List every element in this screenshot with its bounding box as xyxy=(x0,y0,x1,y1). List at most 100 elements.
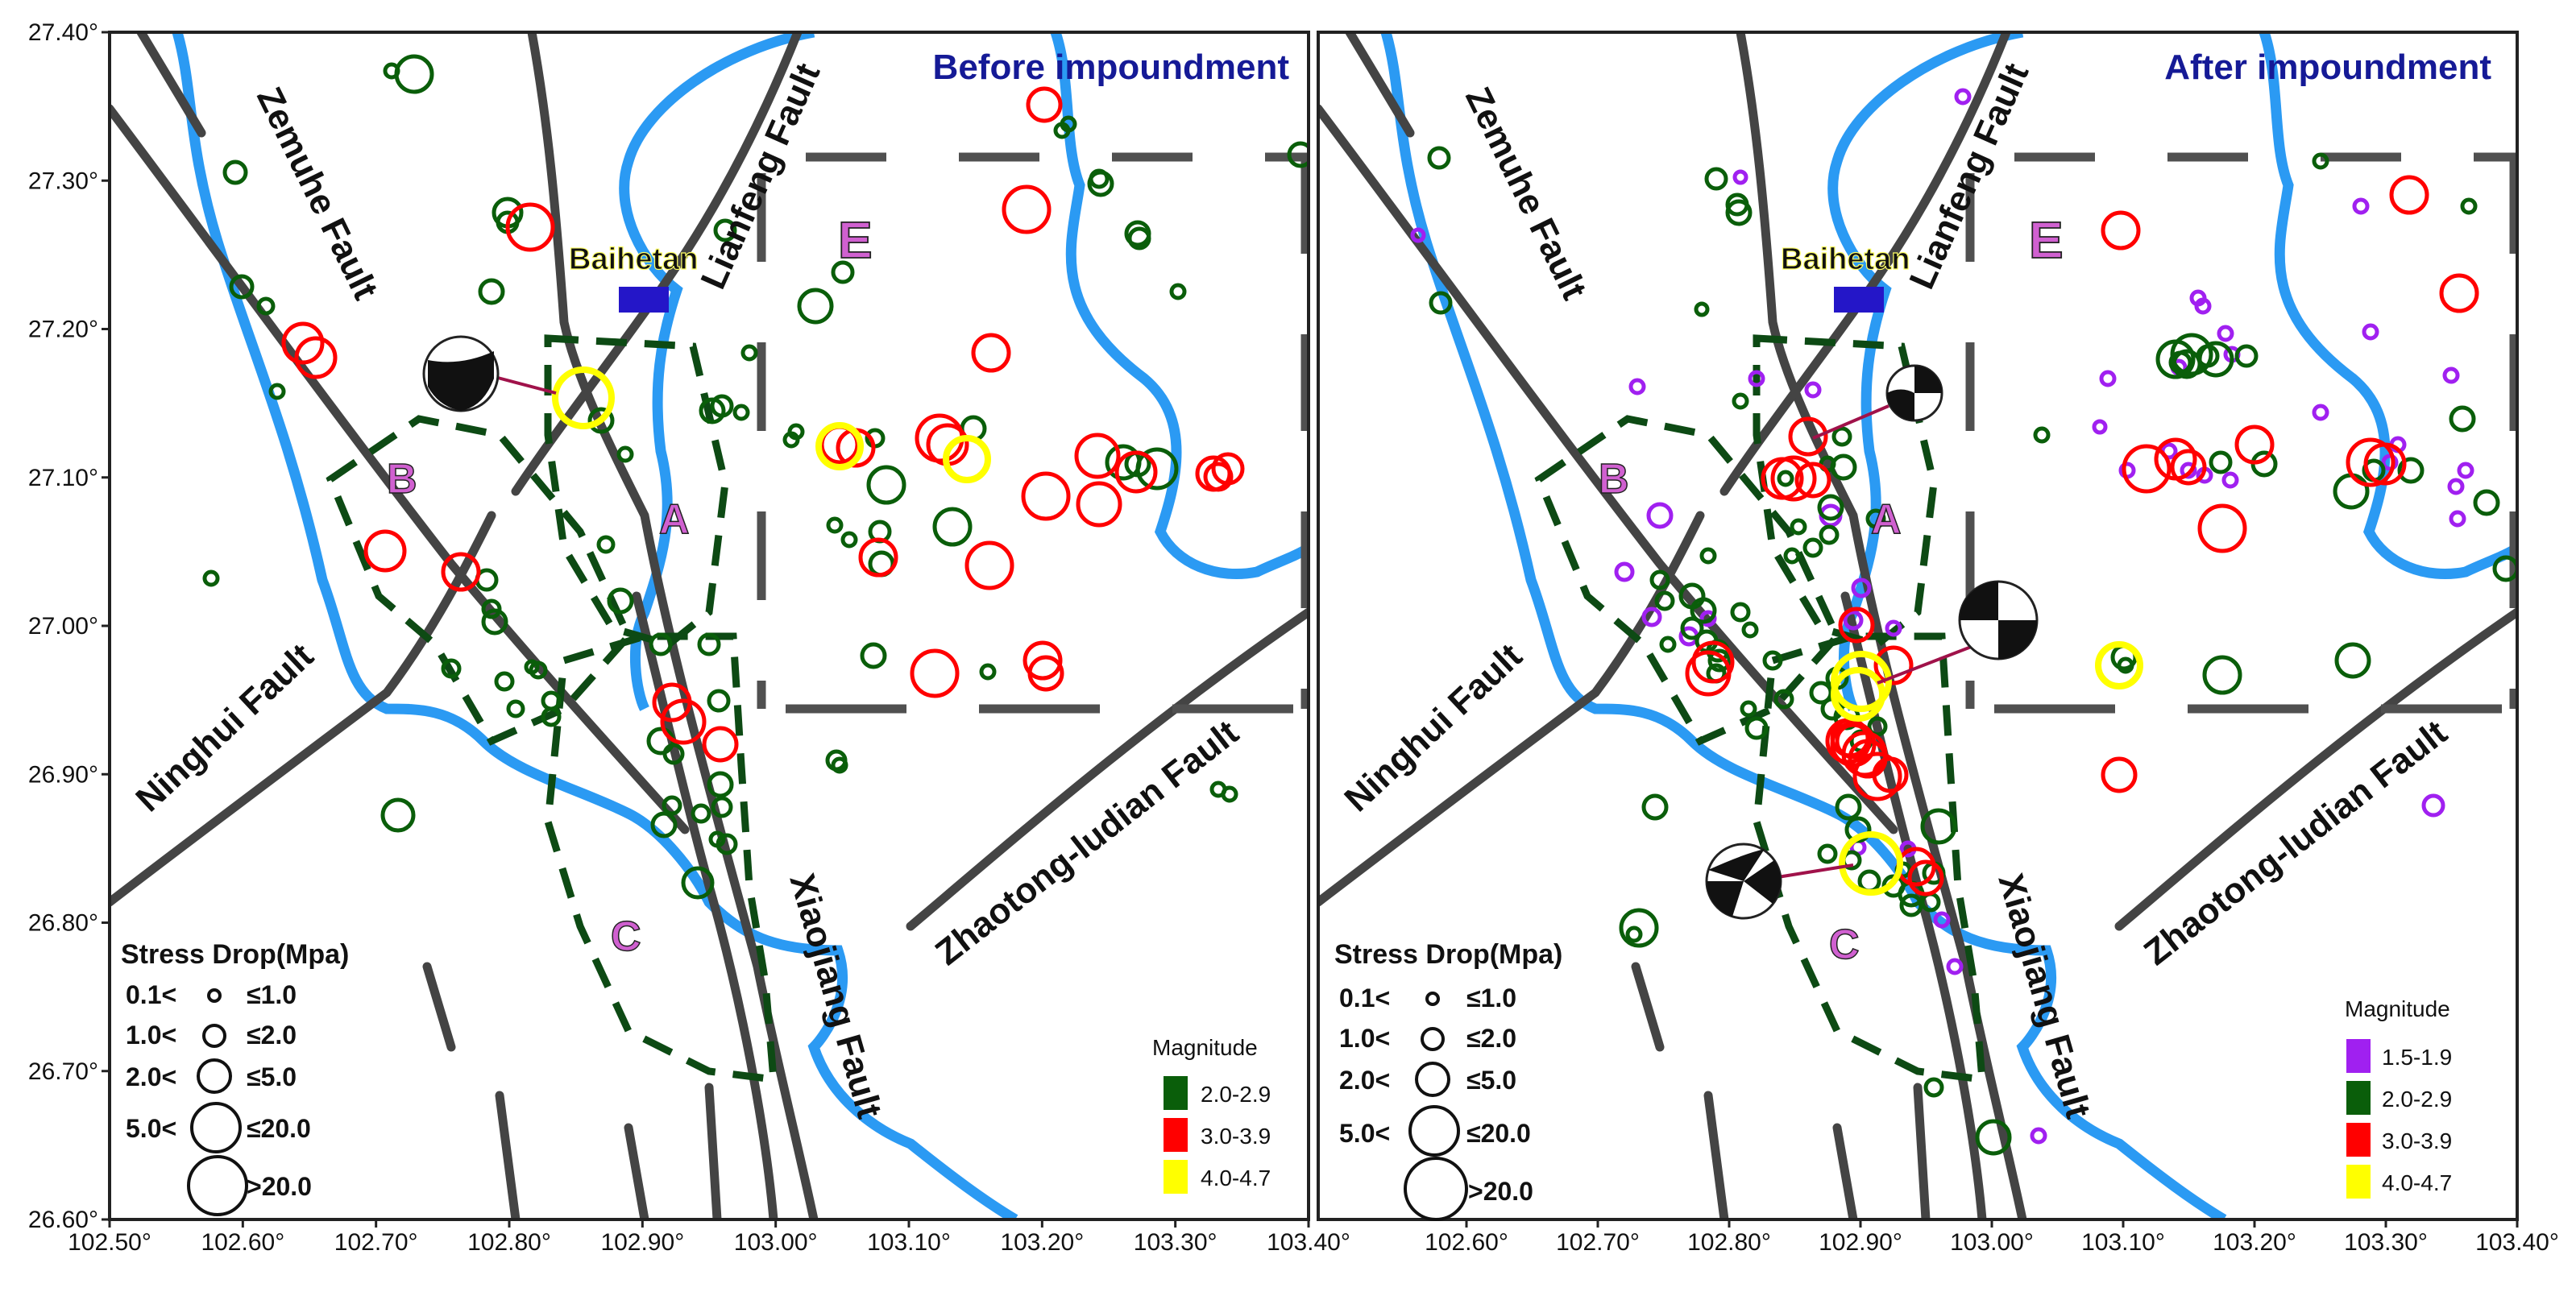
stress-row-hi: ≤20.0 xyxy=(1466,1119,1531,1148)
y-tick-label: 26.90° xyxy=(28,761,98,788)
x-axis-ticks-right: 102.60°102.70°102.80°102.90°103.00°103.1… xyxy=(1425,1219,2559,1256)
map-left xyxy=(110,32,1309,1219)
magnitude-swatch xyxy=(2346,1165,2371,1199)
zone-label-c: C xyxy=(1829,921,1860,968)
focal-mechanism-ball xyxy=(422,335,557,412)
y-axis-ticks-left: 27.40°27.30°27.20°27.10°27.00°26.90°26.8… xyxy=(28,19,110,1233)
magnitude-swatch xyxy=(1164,1160,1188,1194)
stress-drop-legend-left: Stress Drop(Mpa) 0.1< ≤1.0 1.0< ≤2.0 2.0… xyxy=(121,939,349,1216)
magnitude-label: 2.0-2.9 xyxy=(1201,1082,1271,1107)
magnitude-swatch xyxy=(2346,1081,2371,1115)
stress-row-lo: 1.0< xyxy=(126,1021,176,1050)
stress-symbol xyxy=(207,988,222,1003)
magnitude-label: 3.0-3.9 xyxy=(2382,1128,2452,1153)
magnitude-label: 4.0-4.7 xyxy=(1201,1166,1271,1190)
stress-symbol xyxy=(1421,1027,1445,1051)
y-tick-label: 26.60° xyxy=(28,1207,98,1233)
y-tick-label: 26.80° xyxy=(28,910,98,937)
magnitude-swatch xyxy=(1164,1118,1188,1152)
x-tick-label: 103.40° xyxy=(1267,1229,1350,1256)
map-right xyxy=(1318,32,2517,1219)
station-marker xyxy=(1834,287,1884,313)
stress-symbol xyxy=(202,1024,226,1048)
x-tick-label: 103.30° xyxy=(2344,1229,2428,1256)
magnitude-swatch xyxy=(2346,1039,2371,1073)
x-tick-label: 102.90° xyxy=(600,1229,684,1256)
magnitude-label: 3.0-3.9 xyxy=(1201,1124,1271,1149)
y-tick-label: 27.10° xyxy=(28,465,98,491)
stress-row-hi: >20.0 xyxy=(1468,1177,1533,1206)
y-tick-label: 27.40° xyxy=(28,19,98,46)
station-label: Baihetan xyxy=(569,242,698,276)
stress-symbol xyxy=(1408,1105,1460,1157)
stress-symbol xyxy=(1415,1062,1450,1097)
stress-row-lo: 5.0< xyxy=(1339,1119,1390,1148)
x-tick-label: 103.10° xyxy=(867,1229,951,1256)
river-east xyxy=(1050,32,1309,580)
stress-symbol xyxy=(1425,992,1440,1006)
faults-right xyxy=(1318,32,2517,1219)
river-main xyxy=(172,32,1018,1219)
stress-row-lo: 2.0< xyxy=(126,1062,176,1091)
stress-symbol xyxy=(187,1155,248,1216)
x-tick-label: 102.60° xyxy=(201,1229,284,1256)
stress-row-hi: ≤20.0 xyxy=(247,1114,311,1143)
x-tick-label: 103.30° xyxy=(1134,1229,1217,1256)
stress-row-hi: >20.0 xyxy=(247,1172,312,1201)
stress-symbol xyxy=(197,1058,232,1094)
x-tick-label: 102.50° xyxy=(68,1229,151,1256)
magnitude-swatch xyxy=(2346,1123,2371,1157)
stress-row-hi: ≤5.0 xyxy=(247,1062,297,1091)
magnitude-label: 4.0-4.7 xyxy=(2382,1170,2452,1195)
x-tick-label: 102.80° xyxy=(1687,1229,1771,1256)
zone-label-b: B xyxy=(1599,456,1629,503)
river-east xyxy=(2259,32,2517,580)
zone-outlines-left xyxy=(326,334,778,1084)
stress-row-hi: ≤1.0 xyxy=(1466,983,1516,1012)
x-tick-label: 103.00° xyxy=(1950,1229,2034,1256)
x-tick-label: 103.20° xyxy=(1000,1229,1084,1256)
earthquakes-left xyxy=(202,54,1309,900)
x-tick-label: 103.40° xyxy=(2475,1229,2559,1256)
stress-symbol xyxy=(1404,1157,1468,1221)
x-tick-label: 102.80° xyxy=(467,1229,551,1256)
stress-row-lo: 2.0< xyxy=(1339,1066,1390,1095)
fault-label-ninghui: Ninghui Fault xyxy=(1337,636,1529,820)
x-tick-label: 103.10° xyxy=(2081,1229,2165,1256)
stress-row-hi: ≤5.0 xyxy=(1466,1066,1516,1095)
zone-label-e: E xyxy=(2029,211,2064,269)
x-tick-label: 102.70° xyxy=(334,1229,418,1256)
stress-symbol xyxy=(190,1102,242,1153)
stress-legend-title: Stress Drop(Mpa) xyxy=(1334,939,1562,970)
stress-row-hi: ≤2.0 xyxy=(1466,1024,1516,1053)
stress-row-hi: ≤2.0 xyxy=(247,1021,297,1050)
fault-label-zhaotong: Zhaotong-ludian Fault xyxy=(928,713,1246,973)
x-tick-label: 102.60° xyxy=(1425,1229,1508,1256)
magnitude-swatch xyxy=(1164,1076,1188,1110)
x-axis-ticks-left: 102.50° 102.60° 102.70° 102.80° 102.90° 103.0… xyxy=(68,1219,1350,1256)
zone-label-c: C xyxy=(611,913,641,960)
stress-row-hi: ≤1.0 xyxy=(247,980,297,1009)
zone-e-outline-left xyxy=(757,152,1309,714)
fault-label-zemuhe: Zemuhe Fault xyxy=(1458,81,1595,306)
y-tick-label: 26.70° xyxy=(28,1058,98,1085)
panel-before-impoundment: Before impoundment Zemuhe Fault Lianfeng… xyxy=(28,19,1350,1256)
zone-e-outline-right xyxy=(1965,152,2517,714)
panel-after-impoundment: After impoundment Zemuhe Fault Lianfeng … xyxy=(1317,31,2559,1256)
stress-row-lo: 0.1< xyxy=(1339,983,1390,1012)
fault-label-ninghui: Ninghui Fault xyxy=(128,636,321,820)
stress-legend-title: Stress Drop(Mpa) xyxy=(121,939,349,970)
focal-mechanism-balls xyxy=(1705,364,2039,920)
magnitude-label: 1.5-1.9 xyxy=(2382,1045,2452,1070)
zone-label-e: E xyxy=(838,211,873,269)
fault-label-zemuhe: Zemuhe Fault xyxy=(249,81,386,306)
panel-title: After impoundment xyxy=(2164,48,2491,87)
x-tick-label: 103.00° xyxy=(734,1229,818,1256)
y-tick-label: 27.20° xyxy=(28,317,98,343)
stress-row-lo: 5.0< xyxy=(126,1114,176,1143)
station-marker xyxy=(619,287,669,313)
stress-row-lo: 0.1< xyxy=(126,980,176,1009)
station-label: Baihetan xyxy=(1781,242,1910,276)
magnitude-legend-title: Magnitude xyxy=(2345,996,2450,1021)
